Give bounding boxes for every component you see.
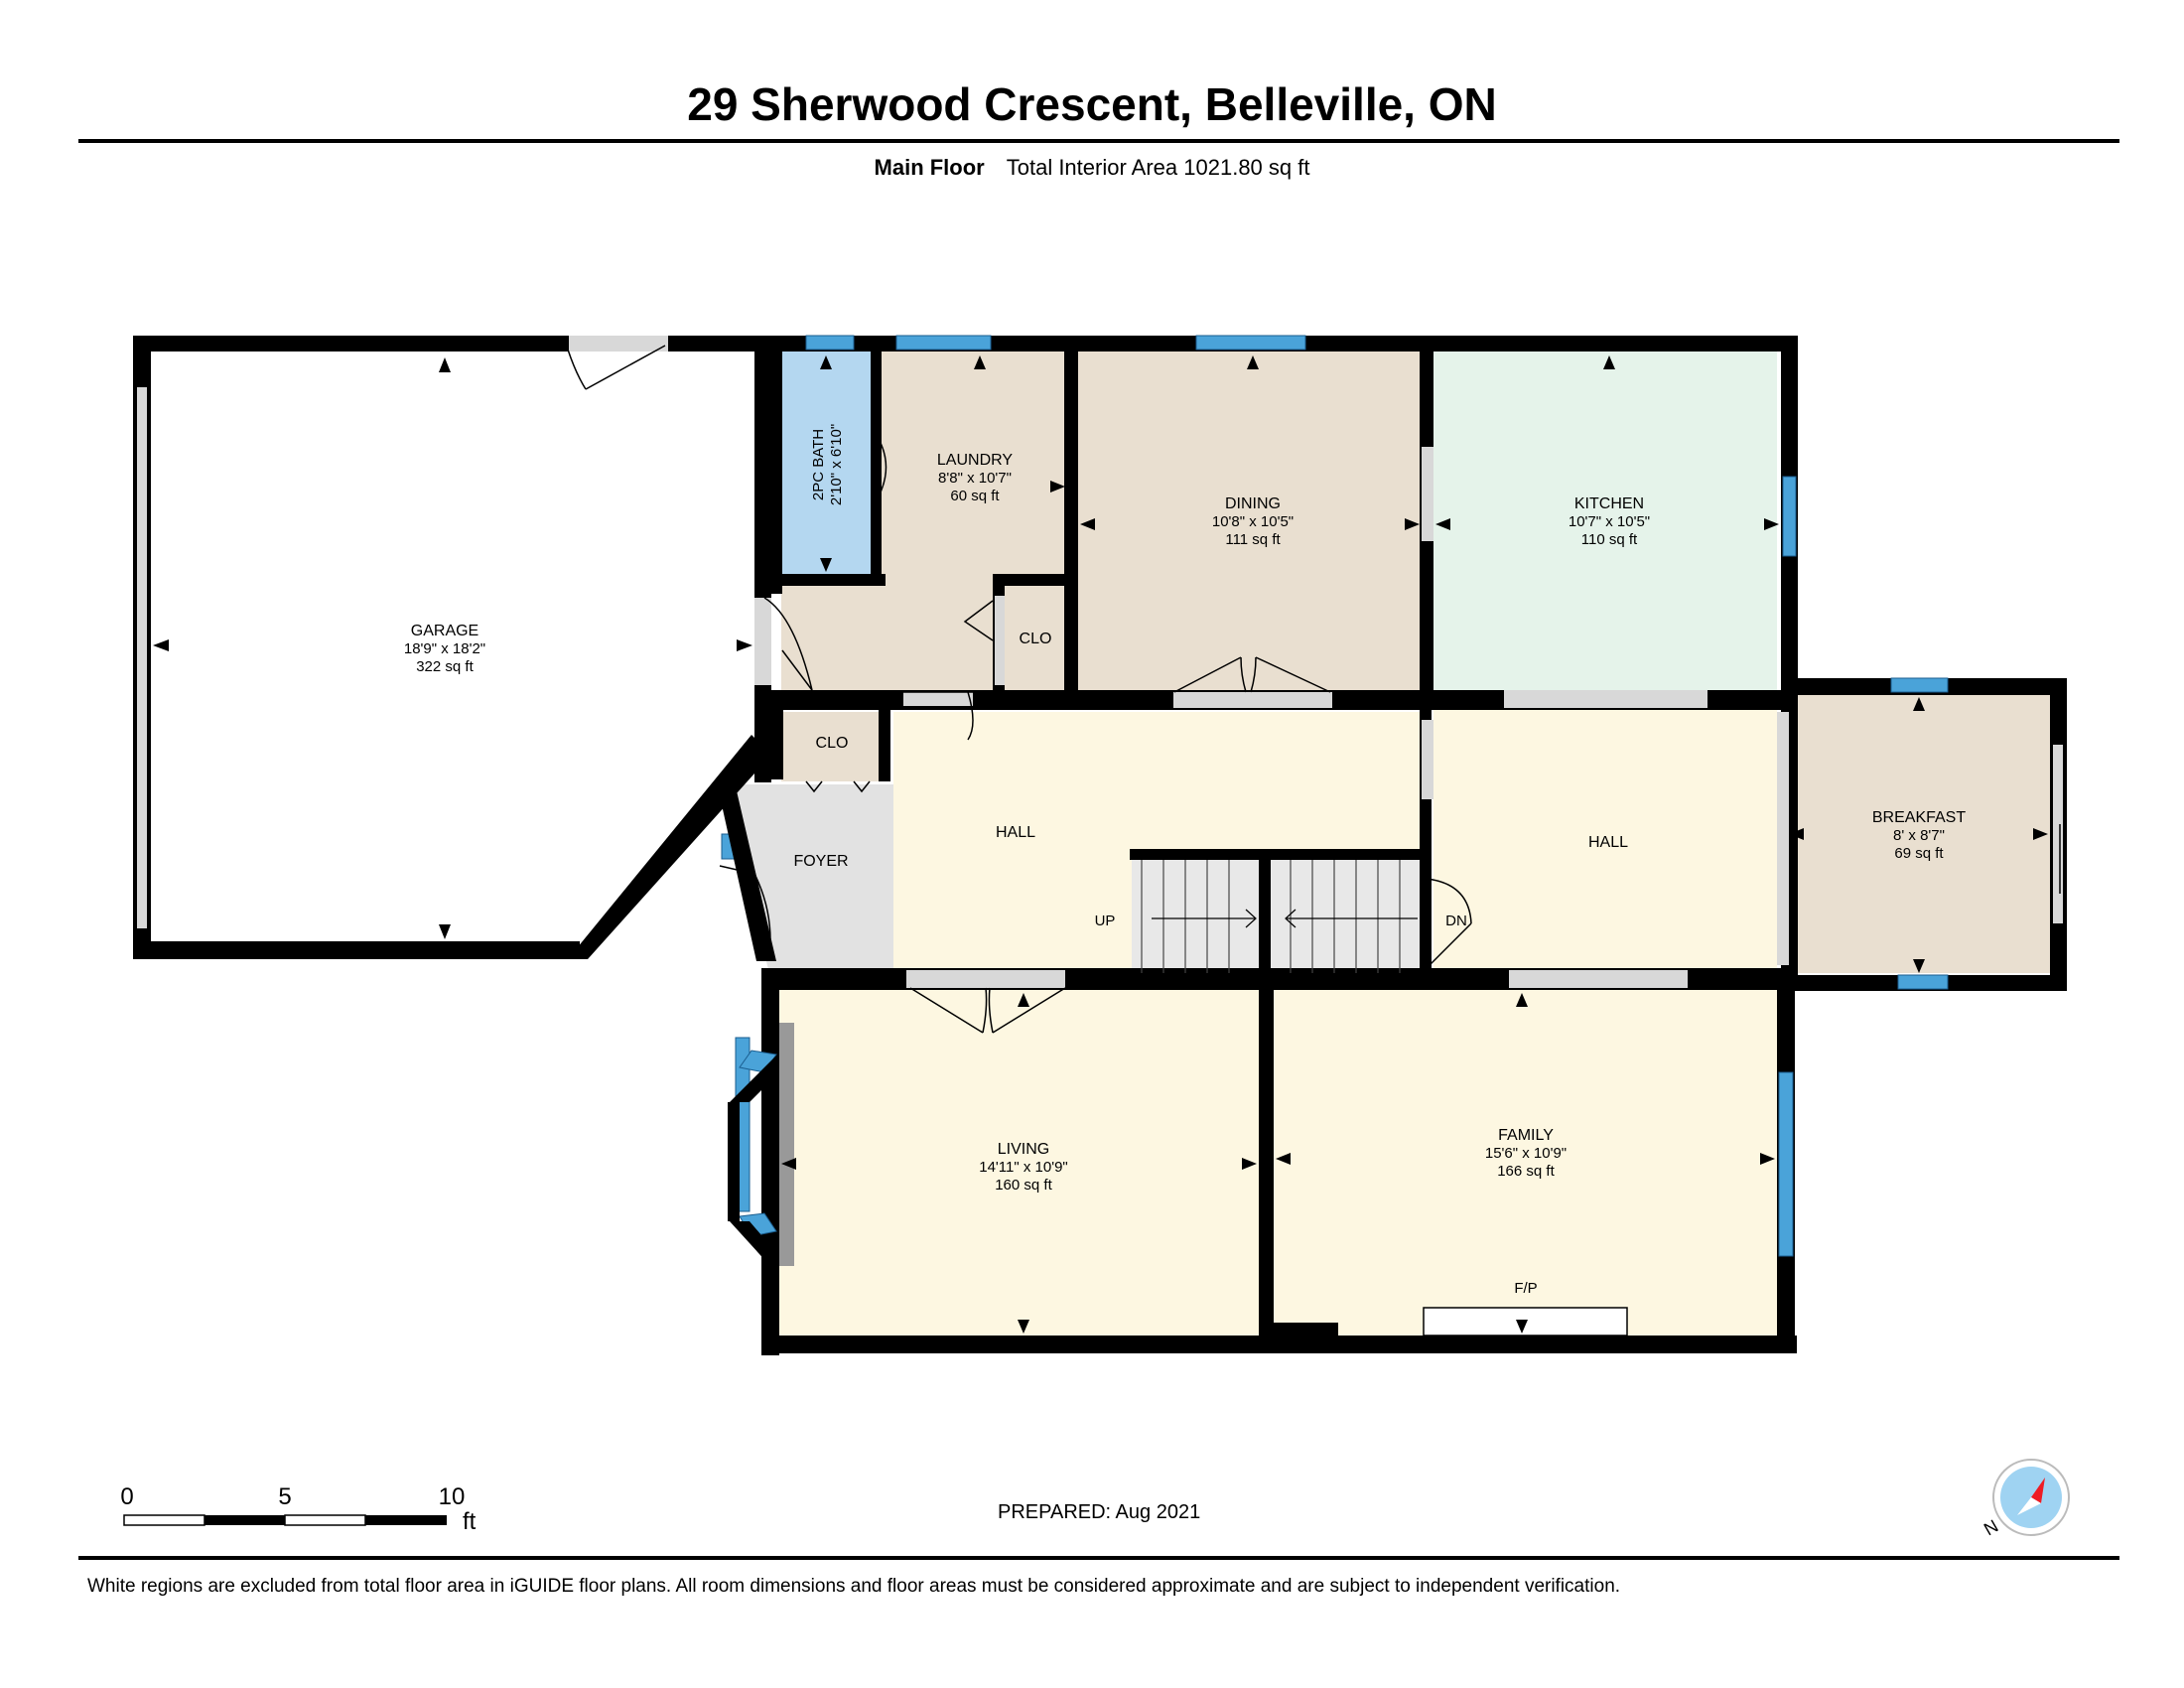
scale-tick-10: 10 — [439, 1483, 466, 1510]
garage-dims: 18'9" x 18'2" — [404, 640, 485, 657]
kitchen-name: KITCHEN — [1574, 495, 1644, 512]
hall-right-label: HALL — [1588, 834, 1628, 851]
stairs-down-fill — [1271, 854, 1424, 973]
dining-dims: 10'8" x 10'5" — [1212, 513, 1294, 530]
window — [1897, 974, 1949, 990]
compass-north-label: N — [1980, 1516, 2001, 1540]
scale-tick-0: 0 — [120, 1483, 133, 1510]
breakfast-fill — [1787, 695, 2055, 973]
scale-bar: 0 5 10 ft — [120, 1483, 476, 1535]
kitchen-fill — [1433, 351, 1777, 692]
family-fill — [1274, 988, 1777, 1336]
total-area: Total Interior Area 1021.80 sq ft — [1006, 155, 1310, 180]
living-area: 160 sq ft — [995, 1177, 1052, 1194]
prepared-date: PREPARED: Aug 2021 — [998, 1501, 1201, 1523]
scale-unit: ft — [463, 1508, 477, 1535]
kitchen-dims: 10'7" x 10'5" — [1569, 513, 1650, 530]
disclaimer: White regions are excluded from total fl… — [87, 1576, 1621, 1597]
kitchen-area: 110 sq ft — [1581, 531, 1638, 548]
room-fills — [720, 351, 2055, 1336]
family-area: 166 sq ft — [1497, 1163, 1555, 1180]
stairs-up-fill — [1132, 854, 1261, 973]
foyer-label: FOYER — [793, 853, 848, 870]
living-fill — [779, 988, 1259, 1336]
fireplace — [1423, 1307, 1628, 1336]
hall-left-label: HALL — [996, 824, 1035, 841]
family-dims: 15'6" x 10'9" — [1485, 1145, 1567, 1162]
stairs — [1141, 860, 1418, 973]
stairs-down-label: DN — [1445, 913, 1467, 929]
laundry-name: LAUNDRY — [937, 452, 1014, 469]
window — [1890, 677, 1949, 693]
bath-fill — [781, 351, 879, 579]
clo-laundry-label: CLO — [1020, 631, 1052, 647]
header-rule — [78, 139, 2119, 143]
floor-label: Main Floor — [874, 155, 985, 180]
page-title: 29 Sherwood Crescent, Belleville, ON — [687, 78, 1497, 130]
door-swings — [567, 345, 2061, 1034]
window — [805, 335, 855, 351]
living-dims: 14'11" x 10'9" — [979, 1159, 1068, 1176]
openings — [137, 336, 2063, 1266]
dining-name: DINING — [1225, 495, 1281, 512]
dining-area: 111 sq ft — [1225, 531, 1281, 548]
laundry-area: 60 sq ft — [950, 488, 1000, 504]
window — [1782, 476, 1797, 557]
breakfast-name: BREAKFAST — [1872, 809, 1966, 826]
window — [895, 335, 992, 351]
dining-fill — [1077, 351, 1424, 692]
dimension-arrows — [153, 355, 2048, 1334]
bath-name: 2PC BATH — [810, 429, 827, 500]
clo-foyer-fill — [781, 712, 884, 781]
living-name: LIVING — [998, 1141, 1049, 1158]
floor-summary: Main Floor Total Interior Area 1021.80 sq… — [0, 155, 2184, 181]
garage-name: GARAGE — [411, 623, 478, 639]
bath-label: 2PC BATH 2'10" x 6'10" — [810, 424, 845, 505]
clo-foyer-label: CLO — [816, 735, 849, 752]
laundry-dims: 8'8" x 10'7" — [938, 470, 1012, 487]
fireplace-label: F/P — [1514, 1280, 1537, 1297]
scale-tick-5: 5 — [278, 1483, 291, 1510]
bay-frame — [728, 1053, 779, 1276]
family-name: FAMILY — [1498, 1127, 1554, 1144]
garage-area: 322 sq ft — [416, 658, 474, 675]
window — [1195, 335, 1306, 351]
room-labels: GARAGE 18'9" x 18'2" 322 sq ft 2PC BATH … — [404, 424, 1966, 1297]
window — [1778, 1071, 1794, 1257]
stairs-up-label: UP — [1095, 913, 1116, 929]
hall-right-fill — [1433, 707, 1777, 973]
compass-icon: N — [1980, 1459, 2070, 1540]
bath-dims: 2'10" x 6'10" — [828, 424, 845, 505]
footer-rule — [78, 1556, 2119, 1560]
breakfast-dims: 8' x 8'7" — [1893, 827, 1945, 844]
hall-left-fill — [893, 712, 1424, 973]
breakfast-area: 69 sq ft — [1894, 845, 1944, 862]
